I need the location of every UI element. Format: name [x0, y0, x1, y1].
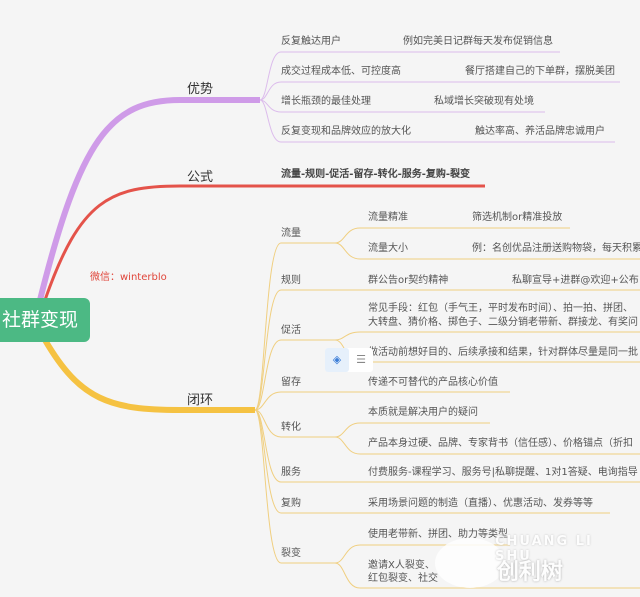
advantage-detail[interactable]: 例如完美日记群每天发布促销信息 [403, 36, 553, 47]
loop-sub-detail[interactable]: 例：名创优品注册送购物袋，每天积累 [472, 243, 640, 254]
loop-sub[interactable]: 本质就是解决用户的疑问 [368, 407, 478, 418]
loop-node-fission[interactable]: 裂变 [281, 548, 301, 559]
advantage-item[interactable]: 成交过程成本低、可控度高 [281, 66, 401, 77]
brand-watermark-logo: CHUANG LI SHU 创利树 [435, 530, 635, 590]
loop-sub[interactable]: 使用老带新、拼团、助力等类型 [368, 529, 508, 540]
advantage-detail[interactable]: 餐厅搭建自己的下单群，摆脱美团 [465, 66, 615, 77]
logo-chinese: 创利树 [497, 560, 564, 585]
branch-formula[interactable]: 公式 [187, 170, 214, 185]
loop-sub[interactable]: 付费服务-课程学习、服务号|私聊提醒、1对1答疑、电询指导 [368, 467, 638, 478]
loop-sub[interactable]: 邀请X人裂变、 [368, 560, 435, 571]
loop-node-repurchase[interactable]: 复购 [281, 498, 301, 509]
loop-sub[interactable]: 采用场景问题的制造（直播）、优惠活动、发券等等 [368, 498, 593, 509]
loop-sub[interactable]: 做活动前想好目的、后续承接和结果，针对群体尽量是同一批 [368, 347, 638, 358]
root-label: 社群变现 [1, 309, 78, 331]
loop-sub[interactable]: 流量精准 [368, 212, 408, 223]
advantage-item[interactable]: 增长瓶颈的最佳处理 [281, 96, 371, 107]
loop-sub-detail[interactable]: 私聊宣导+进群@欢迎+公布 [512, 275, 639, 286]
outline-view-icon[interactable]: ☰ [356, 353, 366, 366]
mindmap-view-icon[interactable]: ◈ [325, 348, 349, 372]
wave-logo-icon [435, 538, 505, 588]
advantage-item[interactable]: 反复触达用户 [281, 36, 341, 47]
loop-sub[interactable]: 常见手段：红包（手气王，平时发布时间）、拍一拍、拼团、 [368, 303, 633, 314]
loop-sub[interactable]: 大转盘、猜价格、掷色子、二级分销老带新、群接龙、有奖问 [368, 317, 638, 328]
loop-node-service[interactable]: 服务 [281, 467, 301, 478]
loop-sub[interactable]: 产品本身过硬、品牌、专家背书（信任感）、价格锚点（折扣 [368, 438, 633, 449]
formula-text[interactable]: 流量-规则-促活-留存-转化-服务-复购-裂变 [281, 169, 471, 180]
loop-node-rules[interactable]: 规则 [281, 275, 301, 286]
advantage-item[interactable]: 反复变现和品牌效应的放大化 [281, 126, 411, 137]
advantage-detail[interactable]: 触达率高、养活品牌忠诚用户 [475, 126, 605, 137]
root-node[interactable]: 社群变现 [0, 298, 90, 342]
branch-loop[interactable]: 闭环 [187, 393, 214, 408]
loop-sub-detail[interactable]: 筛选机制or精准投放 [472, 212, 563, 223]
loop-sub[interactable]: 传递不可替代的产品核心价值 [368, 377, 498, 388]
loop-sub[interactable]: 群公告or契约精神 [368, 275, 449, 286]
loop-node-retention[interactable]: 留存 [281, 377, 301, 388]
loop-sub[interactable]: 流量大小 [368, 243, 408, 254]
loop-node-activation[interactable]: 促活 [281, 325, 301, 336]
view-toolbar: ◈ ☰ [325, 348, 373, 372]
branch-advantage[interactable]: 优势 [187, 82, 214, 97]
loop-sub[interactable]: 红包裂变、社交 [368, 573, 438, 584]
advantage-detail[interactable]: 私域增长突破现有处境 [434, 96, 534, 107]
loop-node-conversion[interactable]: 转化 [281, 422, 301, 433]
watermark-text: 微信：winterblo [90, 272, 167, 283]
logo-english: CHUANG LI SHU [495, 534, 593, 564]
loop-node-traffic[interactable]: 流量 [281, 228, 301, 239]
